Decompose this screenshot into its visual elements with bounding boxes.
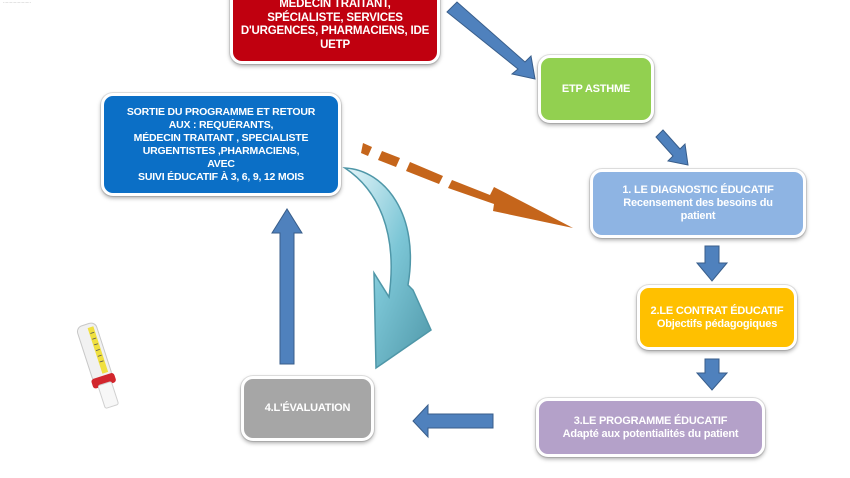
arrow-programme-to-evaluation [412, 403, 494, 439]
exit-line: SUIVI ÉDUCATIF À 3, 6, 9, 12 MOIS [138, 170, 304, 183]
referrers-line: SPÉCIALISTE, SERVICES [267, 11, 403, 24]
arrow-contrat-to-programme [695, 358, 729, 391]
referrers-line: MÉDECIN TRAITANT, [279, 0, 391, 10]
etp-title: ETP ASTHME [561, 82, 631, 95]
diagnostic-subtitle: Recensement des besoins du [623, 197, 773, 209]
exit-line: URGENTISTES ,PHARMACIENS, [142, 144, 300, 157]
peak-flow-meter-image [76, 322, 119, 409]
node-evaluation: 4.L'ÉVALUATION [241, 376, 374, 441]
programme-title: 3.LE PROGRAMME ÉDUCATIF [573, 414, 728, 427]
evaluation-title: 4.L'ÉVALUATION [264, 402, 351, 414]
referrers-line: UETP [320, 38, 350, 51]
exit-line: MÉDECIN TRAITANT , SPECIALISTE [133, 131, 309, 144]
exit-line: AUX : REQUÉRANTS, [168, 118, 274, 131]
arrow-exit-to-evaluation-curved [342, 167, 432, 370]
top-left-caption: ····················· [3, 0, 31, 5]
node-exit-programme: SORTIE DU PROGRAMME ET RETOUR AUX : REQU… [101, 93, 341, 196]
arrow-etp-to-diagnostic [655, 129, 689, 166]
exit-line: SORTIE DU PROGRAMME ET RETOUR [126, 105, 316, 118]
referrers-line: D'URGENCES, PHARMACIENS, IDE [240, 25, 430, 37]
arrow-evaluation-to-exit [271, 208, 303, 365]
node-referrers: MÉDECIN TRAITANT, SPÉCIALISTE, SERVICES … [230, 0, 440, 64]
arrow-referrers-to-etp [446, 1, 536, 80]
arrow-diagnostic-to-contrat [695, 245, 729, 282]
node-etp-asthme: ETP ASTHME [538, 55, 654, 123]
node-programme-educatif: 3.LE PROGRAMME ÉDUCATIF Adapté aux poten… [536, 398, 765, 457]
contrat-title: 2.LE CONTRAT ÉDUCATIF [650, 304, 784, 317]
contrat-subtitle: Objectifs pédagogiques [656, 317, 778, 330]
node-contrat-educatif: 2.LE CONTRAT ÉDUCATIF Objectifs pédagogi… [637, 285, 797, 350]
exit-line: AVEC [207, 157, 235, 170]
diagnostic-title: 1. LE DIAGNOSTIC ÉDUCATIF [622, 184, 774, 196]
arrow-exit-to-diagnostic-dashed [361, 143, 573, 228]
diagnostic-subtitle: patient [680, 210, 716, 222]
programme-subtitle: Adapté aux potentialités du patient [562, 427, 739, 440]
node-diagnostic-educatif: 1. LE DIAGNOSTIC ÉDUCATIF Recensement de… [590, 169, 806, 238]
